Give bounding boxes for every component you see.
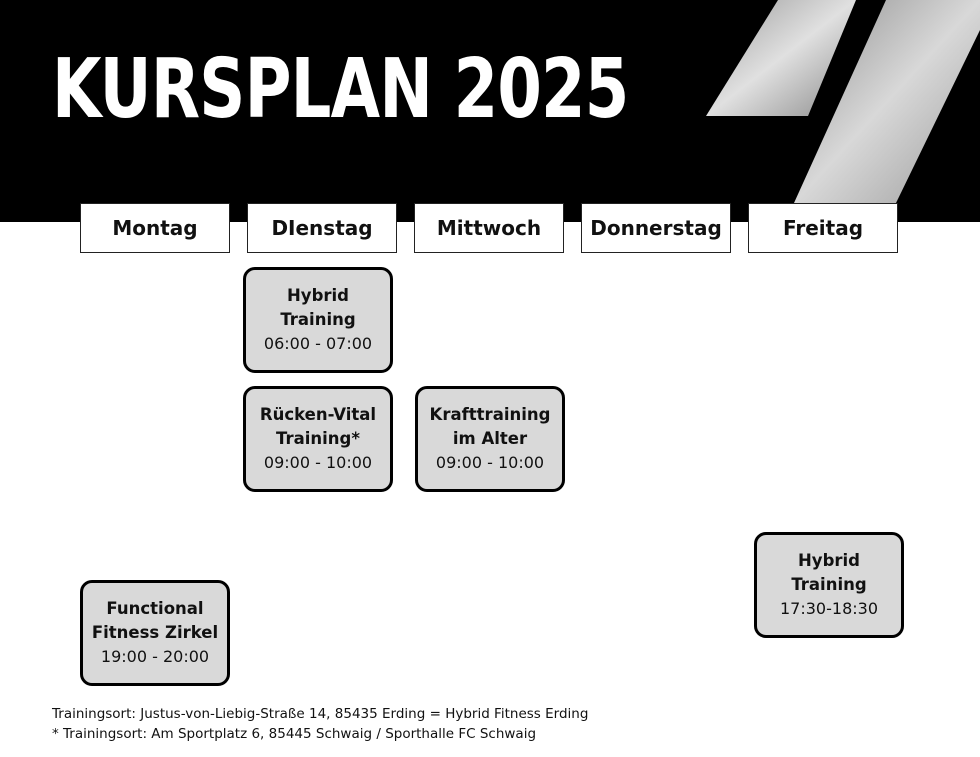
day-header-freitag: Freitag	[748, 203, 898, 253]
footer-location-main: Trainingsort: Justus-von-Liebig-Straße 1…	[52, 706, 589, 722]
course-time: 09:00 - 10:00	[435, 453, 545, 472]
course-name: Training*	[276, 429, 360, 448]
stripe-left	[706, 0, 856, 116]
day-header-montag: Montag	[80, 203, 230, 253]
day-header-dienstag: DIenstag	[247, 203, 397, 253]
header-banner: KURSPLAN 2025	[0, 0, 980, 222]
course-name: Rücken-Vital	[259, 405, 377, 424]
course-name: Training	[280, 310, 356, 329]
course-time: 06:00 - 07:00	[263, 334, 373, 353]
day-header-mittwoch: Mittwoch	[414, 203, 564, 253]
course-name: Krafttraining	[429, 405, 551, 424]
course-card: Hybrid Training 06:00 - 07:00	[243, 267, 393, 373]
decorative-stripes	[706, 0, 980, 203]
course-name: Training	[791, 575, 867, 594]
course-time: 09:00 - 10:00	[263, 453, 373, 472]
course-name: Functional	[106, 599, 204, 618]
course-name: Fitness Zirkel	[91, 623, 219, 642]
course-name: Hybrid	[287, 286, 349, 305]
course-time: 19:00 - 20:00	[100, 647, 210, 666]
page-title: KURSPLAN 2025	[52, 42, 629, 137]
stripe-right	[794, 0, 980, 203]
footer-notes: Trainingsort: Justus-von-Liebig-Straße 1…	[52, 704, 588, 744]
course-name: Hybrid	[798, 551, 860, 570]
course-card: Functional Fitness Zirkel 19:00 - 20:00	[80, 580, 230, 686]
course-card: Krafttraining im Alter 09:00 - 10:00	[415, 386, 565, 492]
course-name: im Alter	[452, 429, 528, 448]
course-card: Hybrid Training 17:30-18:30	[754, 532, 904, 638]
course-card: Rücken-Vital Training* 09:00 - 10:00	[243, 386, 393, 492]
footer-location-alt: * Trainingsort: Am Sportplatz 6, 85445 S…	[52, 726, 537, 742]
course-time: 17:30-18:30	[780, 599, 878, 618]
day-header-donnerstag: Donnerstag	[581, 203, 731, 253]
